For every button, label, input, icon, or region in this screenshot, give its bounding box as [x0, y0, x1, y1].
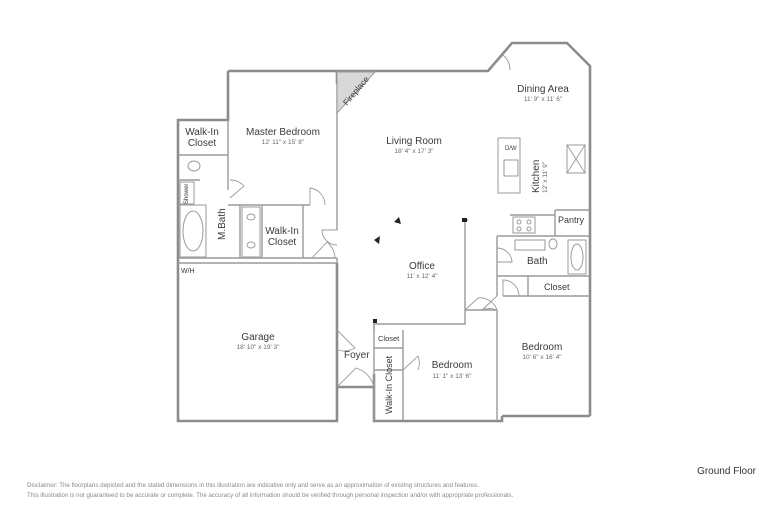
door-swings — [229, 42, 520, 388]
shower-label: Shower — [184, 184, 190, 204]
dining-dims: 11' 9" x 11' 6" — [524, 96, 563, 103]
kitchen-fixtures — [512, 144, 586, 234]
bath-fixtures — [179, 160, 587, 275]
wh-label: W/H — [181, 268, 195, 275]
master-dims: 12' 11" x 15' 8" — [262, 139, 305, 146]
walkin-bottom-name: Walk-In Closet — [384, 355, 394, 414]
exterior-walls — [176, 41, 592, 423]
foyer-name: Foyer — [344, 350, 370, 361]
dining-name: Dining Area — [517, 84, 569, 95]
kitchen-name: Kitchen — [531, 160, 542, 193]
interior-walls — [178, 84, 590, 421]
disclaimer-line-1: Disclaimer: The floorplans depicted and … — [27, 482, 479, 489]
kitchen-dims: 12' x 11' 9" — [542, 161, 549, 193]
floor-name: Ground Floor — [697, 466, 756, 477]
garage-name: Garage — [241, 332, 275, 343]
walkin-top-name2: Closet — [188, 138, 217, 149]
dw-label: D/W — [505, 146, 517, 152]
bedroom-right-name: Bedroom — [522, 342, 563, 353]
bedroom-mid-name: Bedroom — [432, 360, 473, 371]
living-name: Living Room — [386, 136, 442, 147]
bedroom-mid-dims: 11' 1" x 13' 6" — [433, 373, 472, 380]
walkin-mid-name1: Walk-In — [265, 226, 299, 237]
office-dims: 11' x 12' 4" — [406, 273, 438, 280]
walkin-top-name1: Walk-In — [185, 127, 219, 138]
pantry-name: Pantry — [558, 215, 585, 225]
master-name: Master Bedroom — [246, 127, 320, 138]
living-dims: 18' 4" x 17' 3" — [394, 148, 434, 155]
walkin-mid-name2: Closet — [268, 237, 297, 248]
room-labels: Dining Area 11' 9" x 11' 6" Living Room … — [181, 84, 585, 414]
office-name: Office — [409, 261, 435, 272]
fireplace: Fireplace — [336, 71, 377, 115]
mbath-name: M.Bath — [217, 208, 228, 240]
kitchen-island: D/W — [497, 137, 521, 194]
bath-name: Bath — [527, 256, 548, 267]
closet-right-name: Closet — [544, 282, 570, 292]
closet-foyer-name: Closet — [378, 334, 400, 343]
garage-dims: 18' 10" x 19' 3" — [237, 344, 281, 351]
disclaimer-line-2: This illustration is not guaranteed to b… — [27, 492, 514, 499]
bedroom-right-dims: 10' 6" x 16' 4" — [522, 354, 562, 361]
markers — [373, 217, 467, 323]
